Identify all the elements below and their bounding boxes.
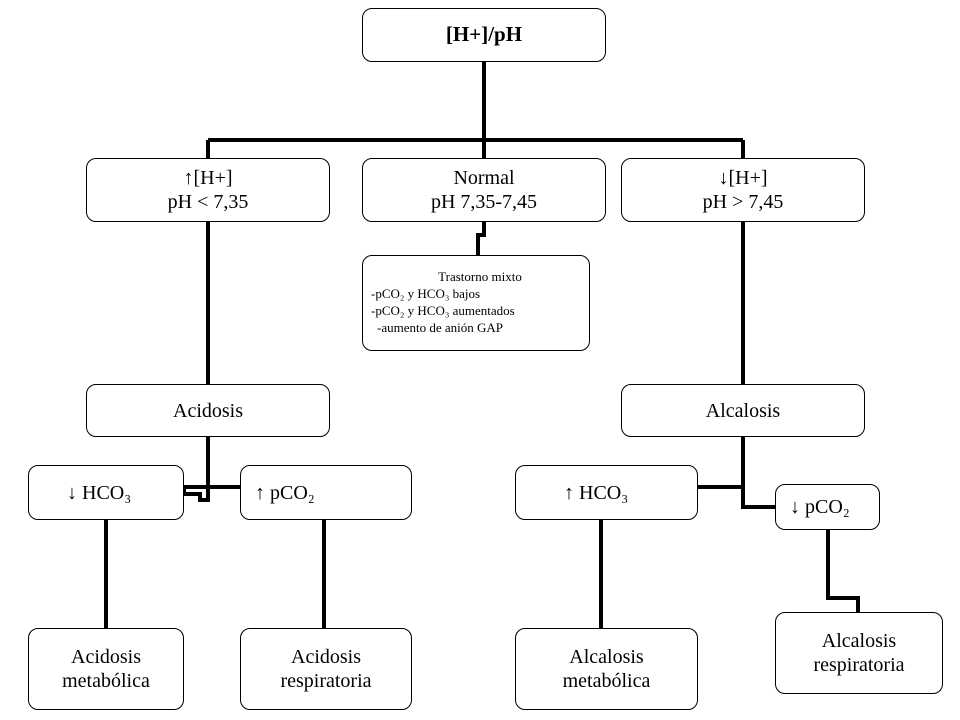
node-acidosis-metabolica: Acidosis metabólica [28,628,184,710]
node-acid-pco2: ↑ pCO₂ [240,465,412,520]
node-alcalosis-respiratoria: Alcalosis respiratoria [775,612,943,694]
node-acid-hco3: ↓ HCO₃ [28,465,184,520]
node-alcalosis-metabolica: Alcalosis metabólica [515,628,698,710]
acidosis-label: Acidosis [173,399,243,422]
node-normal-line1: Normal [453,167,515,189]
acid-resp-line2: respiratoria [280,670,372,692]
connector-alc-resp [826,530,860,612]
acid-pco2-label: ↑ pCO₂ [255,481,315,504]
node-low-line1: ↓[H+] [718,167,768,189]
mixed-line-1: -pCO₂ y HCO₃ bajos [371,286,481,302]
alc-pco2-label: ↓ pCO₂ [790,496,850,518]
connector-alcalosis-split [698,437,745,489]
node-normal: Normal pH 7,35-7,45 [362,158,606,222]
node-alc-pco2: ↓ pCO₂ [775,484,880,530]
node-low-h: ↓[H+] pH > 7,45 [621,158,865,222]
acid-met-line1: Acidosis [71,646,141,668]
node-high-line1: ↑[H+] [183,167,233,189]
alc-hco3-label: ↑ HCO₃ [564,481,629,504]
acid-hco3-label: ↓ HCO₃ [67,481,132,504]
root-label: [H+]/pH [445,22,523,47]
acid-met-line2: metabólica [62,670,150,692]
alc-resp-line2: respiratoria [813,654,905,676]
connector-alcalosis-pco2 [741,487,775,509]
connector-normal-mixed [476,222,486,256]
alc-met-line1: Alcalosis [569,646,644,668]
mixed-title: Trastorno mixto [438,269,522,285]
root-node: [H+]/pH [362,8,606,62]
alcalosis-label: Alcalosis [705,399,781,422]
node-acidosis: Acidosis [86,384,330,437]
connector-acidosis-split [182,437,240,502]
mixed-line-2: -pCO₂ y HCO₃ aumentados [371,303,515,318]
alc-resp-line1: Alcalosis [821,630,897,652]
mixed-line-3: -aumento de anión GAP [377,319,504,335]
node-alc-hco3: ↑ HCO₃ [515,465,698,520]
node-high-h: ↑[H+] pH < 7,35 [86,158,330,222]
node-normal-line2: pH 7,35-7,45 [430,191,538,213]
node-alcalosis: Alcalosis [621,384,865,437]
node-high-line2: pH < 7,35 [167,191,249,213]
acid-resp-line1: Acidosis [291,646,361,668]
node-mixed-disorder: Trastorno mixto -pCO₂ y HCO₃ bajos -pCO₂… [362,255,590,351]
node-acidosis-respiratoria: Acidosis respiratoria [240,628,412,710]
alc-met-line2: metabólica [562,670,651,692]
node-low-line2: pH > 7,45 [702,191,784,213]
